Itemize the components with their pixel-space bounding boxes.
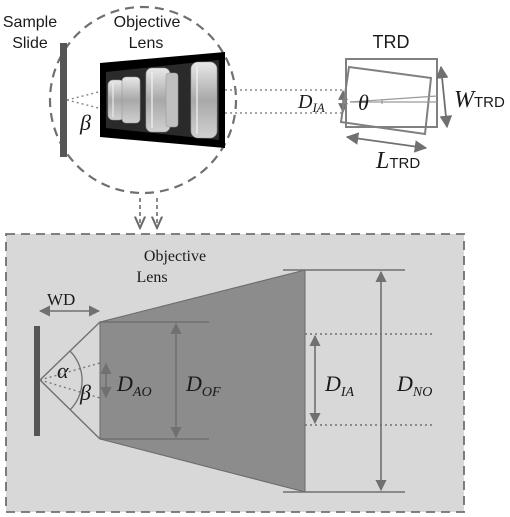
objective-lens-label-top: Objective (114, 14, 181, 31)
trd-rectangle-rotated (339, 65, 433, 136)
beta-cone-upper (39, 362, 101, 381)
objective-lens-label-top-2: Lens (129, 35, 164, 52)
beta-label-bottom: β (79, 380, 91, 405)
sample-slide-bottom (34, 326, 40, 436)
d-ia-label-top: DIA (297, 91, 325, 115)
d-of-label: DOF (185, 371, 221, 400)
d-no-label: DNO (396, 371, 432, 400)
top-section: Sample Slide β Objective Lens DIA (3, 5, 505, 228)
magnifier-circle (48, 5, 238, 195)
theta-line-2 (349, 95, 438, 103)
sample-slide (60, 43, 67, 157)
cone-line-upper (66, 89, 107, 101)
objective-lens-label-bottom-2: Lens (136, 269, 167, 286)
sample-slide-label: Sample (3, 14, 57, 31)
cone-line-lower (66, 99, 107, 111)
objective-lens-label-bottom: Objective (144, 248, 206, 265)
sample-slide-label-2: Slide (12, 35, 48, 52)
d-ia-label-bottom: DIA (324, 371, 355, 400)
alpha-arc (69, 350, 83, 411)
w-trd-arrow (435, 65, 453, 129)
trd-title: TRD (373, 32, 410, 52)
beta-cone-lower (39, 379, 101, 399)
d-ao-label: DAO (116, 371, 152, 400)
wd-label: WD (47, 290, 75, 309)
bottom-panel: Objective Lens WD α β DAO DOF DIA (5, 233, 465, 513)
l-trd-label: LTRD (375, 148, 420, 174)
objective-lens-illustration (100, 52, 225, 148)
beta-label-top: β (79, 110, 91, 135)
alpha-label: α (57, 358, 69, 383)
l-trd-arrow (345, 132, 428, 153)
theta-label: θ (358, 90, 369, 115)
w-trd-label: WTRD (454, 87, 505, 113)
